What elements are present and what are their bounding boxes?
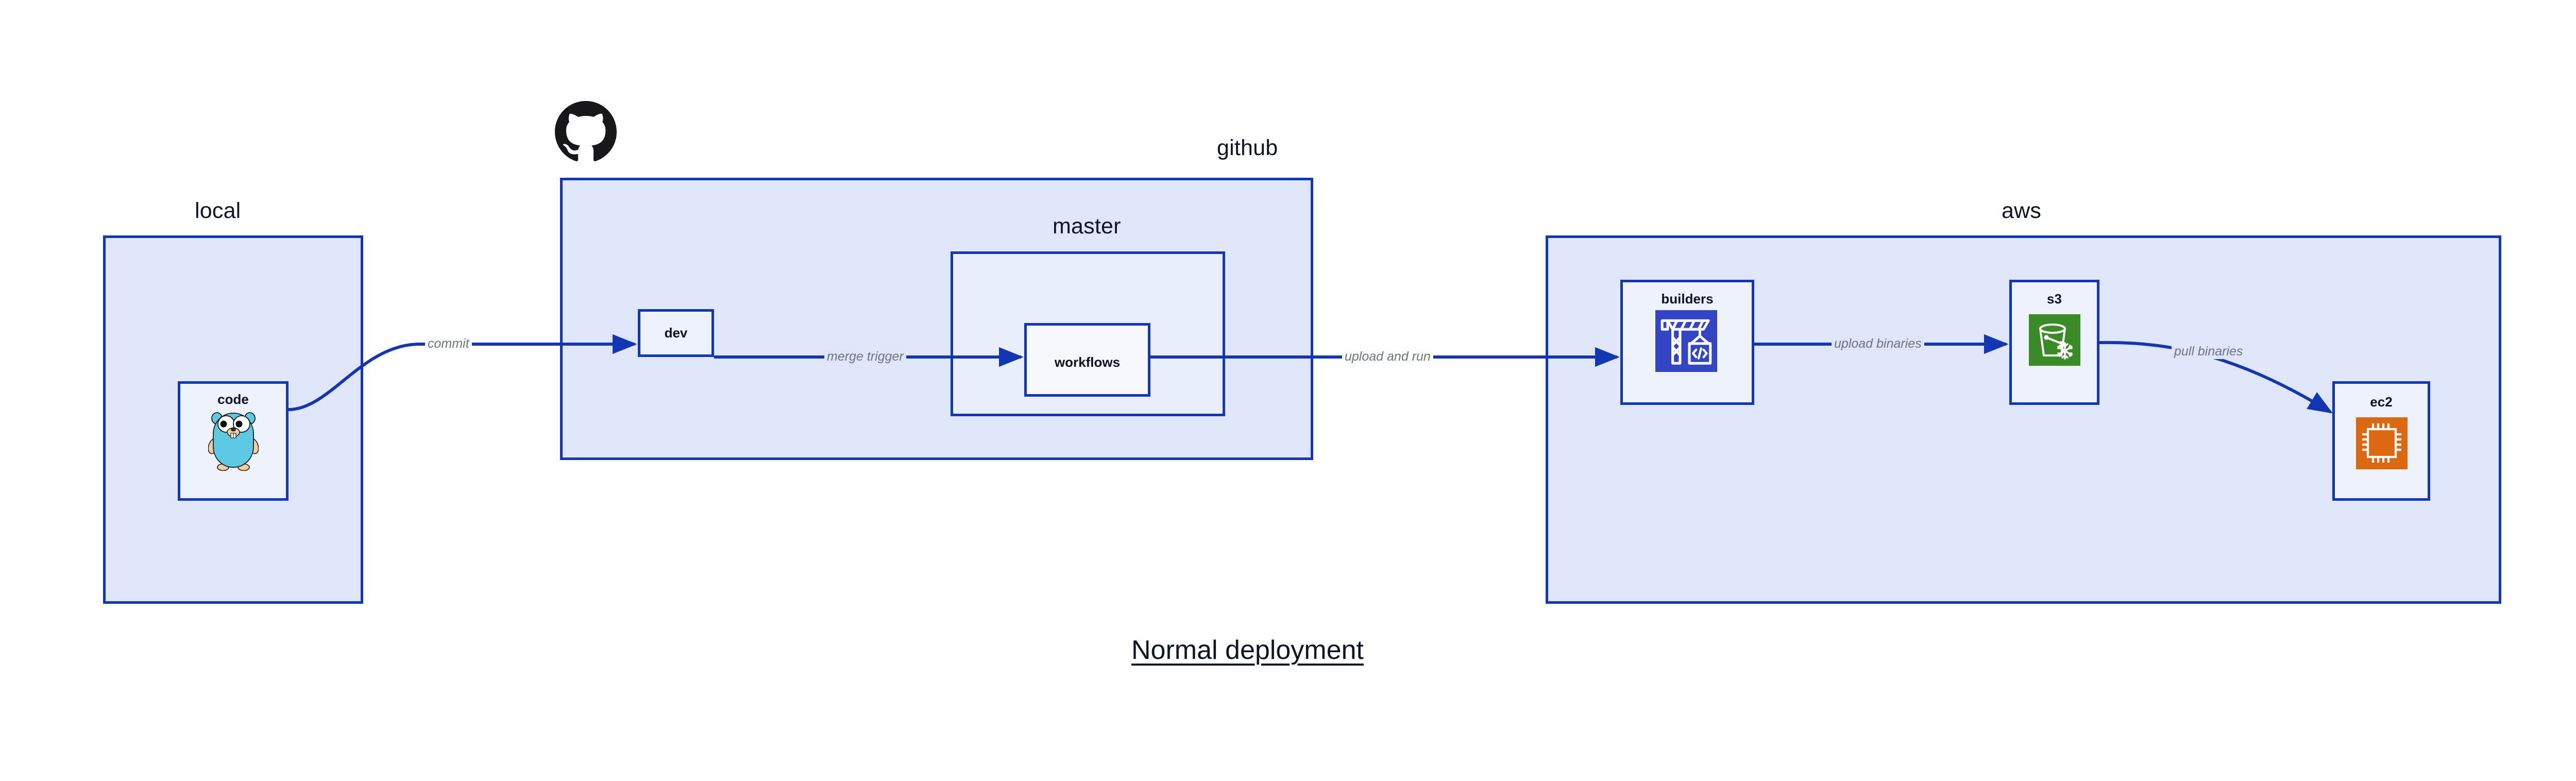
- edge-label-merge-trigger: merge trigger: [824, 349, 906, 364]
- node-workflows[interactable]: [1024, 323, 1150, 397]
- node-label-s3: s3: [2047, 291, 2062, 307]
- edge-label-upload-and-run: upload and run: [1342, 349, 1433, 364]
- diagram-title: Normal deployment: [1131, 635, 1364, 665]
- node-label-builders: builders: [1661, 291, 1714, 307]
- group-label-local: local: [195, 198, 241, 223]
- edge-label-commit: commit: [425, 336, 472, 351]
- go-gopher-icon: [208, 408, 259, 471]
- node-label-dev: dev: [664, 325, 688, 341]
- node-label-workflows: workflows: [1054, 354, 1121, 370]
- group-label-github: github: [1217, 135, 1278, 160]
- aws-ec2-chip-icon: [2356, 416, 2408, 470]
- node-label-ec2: ec2: [2370, 394, 2393, 410]
- aws-codebuild-crane-icon: [1655, 310, 1717, 372]
- aws-s3-glacier-bucket-icon: [2029, 314, 2080, 366]
- github-octocat-logo: [555, 101, 617, 163]
- node-label-code: code: [217, 392, 249, 407]
- edge-label-pull-binaries: pull binaries: [2172, 344, 2246, 359]
- group-label-master: master: [1053, 214, 1121, 239]
- node-dev[interactable]: [638, 309, 714, 357]
- group-label-aws: aws: [2002, 198, 2042, 223]
- edge-label-upload-binaries: upload binaries: [1832, 336, 1924, 351]
